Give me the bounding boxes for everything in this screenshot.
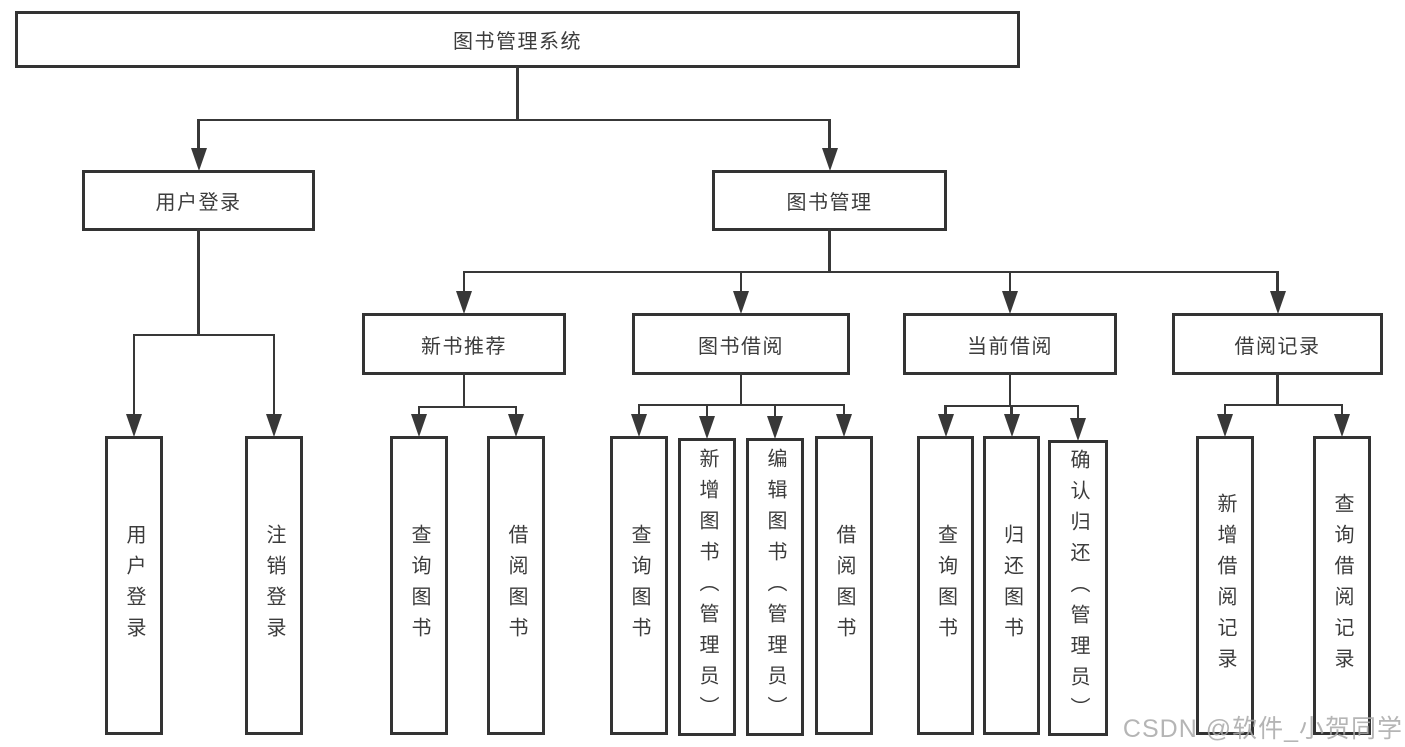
connector-drop-leaf-logout xyxy=(272,335,276,419)
node-leaf-add-book: 新增图书（管理员） xyxy=(678,438,736,736)
arrowhead-down-icon xyxy=(1003,414,1020,437)
connector-drop-leaf-borrow-book-2 xyxy=(842,405,846,419)
arrowhead-down-icon xyxy=(266,414,282,437)
node-leaf-return-book: 归还图书 xyxy=(983,436,1040,735)
arrowhead-down-icon xyxy=(631,414,647,437)
arrowhead-down-icon xyxy=(1334,414,1350,437)
connector-stem-user-login xyxy=(197,229,200,335)
csdn-watermark: CSDN @软件_小贺同学 xyxy=(1122,715,1403,743)
connector-drop-book-management xyxy=(828,120,831,153)
node-leaf-query-book-1: 查询图书 xyxy=(390,436,448,735)
connector-drop-leaf-return-book xyxy=(1010,406,1013,419)
connector-bus-new-book-recommend xyxy=(417,405,518,409)
arrowhead-down-icon xyxy=(411,414,427,437)
connector-drop-leaf-query-book-3 xyxy=(944,406,947,419)
node-leaf-edit-book: 编辑图书（管理员） xyxy=(746,438,804,736)
connector-drop-leaf-confirm-return xyxy=(1076,406,1080,423)
connector-drop-leaf-add-record xyxy=(1223,405,1227,419)
node-leaf-borrow-book-2: 借阅图书 xyxy=(815,436,873,735)
arrowhead-down-icon xyxy=(190,148,207,171)
arrowhead-down-icon xyxy=(1070,418,1086,441)
node-leaf-confirm-return: 确认归还（管理员） xyxy=(1048,440,1108,736)
node-leaf-query-record: 查询借阅记录 xyxy=(1313,436,1371,735)
arrowhead-down-icon xyxy=(1269,291,1286,314)
arrowhead-down-icon xyxy=(821,148,838,171)
connector-bus-root xyxy=(197,118,831,122)
arrowhead-down-icon xyxy=(733,291,749,314)
connector-stem-current-borrow xyxy=(1008,373,1012,406)
connector-drop-new-book-recommend xyxy=(462,272,466,296)
connector-bus-book-management xyxy=(462,270,1279,274)
connector-drop-leaf-query-book-1 xyxy=(417,407,421,419)
node-new-book-recommend: 新书推荐 xyxy=(362,313,566,375)
node-user-login: 用户登录 xyxy=(82,170,315,231)
node-leaf-query-book-2: 查询图书 xyxy=(610,436,668,735)
connector-drop-book-borrow xyxy=(739,272,743,296)
connector-drop-leaf-add-book xyxy=(705,405,709,421)
connector-drop-leaf-query-book-2 xyxy=(637,405,641,419)
arrowhead-down-icon xyxy=(1002,291,1018,314)
arrowhead-down-icon xyxy=(1217,414,1233,437)
connector-bus-book-borrow xyxy=(637,403,846,407)
connector-drop-borrow-records xyxy=(1276,272,1279,296)
connector-drop-user-login xyxy=(197,120,200,153)
node-borrow-records: 借阅记录 xyxy=(1172,313,1383,375)
connector-bus-user-login xyxy=(132,333,276,337)
node-book-borrow: 图书借阅 xyxy=(632,313,850,375)
connector-stem-book-management xyxy=(828,229,831,272)
arrowhead-down-icon xyxy=(699,416,715,439)
connector-drop-leaf-user-login xyxy=(132,335,136,419)
connector-drop-current-borrow xyxy=(1008,272,1012,296)
node-leaf-add-record: 新增借阅记录 xyxy=(1196,436,1254,735)
connector-bus-borrow-records xyxy=(1223,403,1344,407)
connector-drop-leaf-borrow-book-1 xyxy=(514,407,518,419)
arrowhead-down-icon xyxy=(508,414,524,437)
connector-stem-book-borrow xyxy=(739,373,743,405)
node-leaf-borrow-book-1: 借阅图书 xyxy=(487,436,545,735)
node-leaf-user-login: 用户登录 xyxy=(105,436,163,735)
arrowhead-down-icon xyxy=(456,291,472,314)
connector-stem-root xyxy=(516,66,519,120)
node-leaf-logout: 注销登录 xyxy=(245,436,303,735)
node-current-borrow: 当前借阅 xyxy=(903,313,1117,375)
node-leaf-query-book-3: 查询图书 xyxy=(917,436,974,735)
arrowhead-down-icon xyxy=(767,416,783,439)
node-root: 图书管理系统 xyxy=(15,11,1020,68)
connector-stem-borrow-records xyxy=(1276,373,1279,405)
connector-drop-leaf-edit-book xyxy=(773,405,777,421)
node-book-management: 图书管理 xyxy=(712,170,947,231)
arrowhead-down-icon xyxy=(126,414,142,437)
connector-drop-leaf-query-record xyxy=(1340,405,1344,419)
arrowhead-down-icon xyxy=(937,414,954,437)
connector-stem-new-book-recommend xyxy=(462,373,466,407)
arrowhead-down-icon xyxy=(836,414,852,437)
